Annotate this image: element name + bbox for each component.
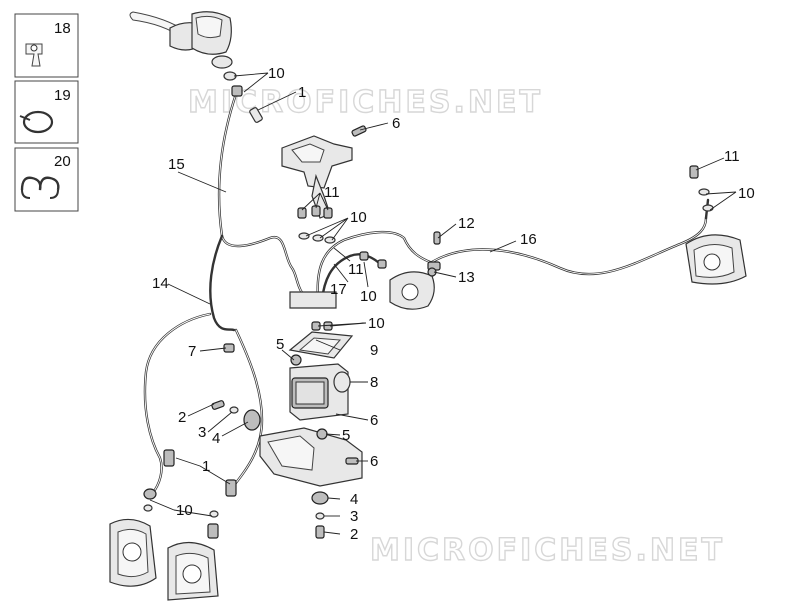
pressure-sensor xyxy=(389,231,441,310)
front-caliper-right xyxy=(167,541,219,601)
callout-10: 10 xyxy=(268,65,285,82)
clip-18-icon xyxy=(25,43,43,67)
upper-bracket xyxy=(281,125,367,219)
callout-16: 16 xyxy=(520,231,537,248)
callout-2: 2 xyxy=(178,409,186,426)
front-hose-fittings xyxy=(143,449,237,539)
callout-9: 9 xyxy=(370,342,378,359)
inset-18: 18 xyxy=(14,13,79,78)
callout-10: 10 xyxy=(350,209,367,226)
callout-5: 5 xyxy=(342,427,350,444)
callout-1: 1 xyxy=(202,458,210,475)
inset-20-label: 20 xyxy=(54,153,71,170)
callout-10: 10 xyxy=(176,502,193,519)
leader-lines xyxy=(149,72,737,535)
callout-6: 6 xyxy=(370,453,378,470)
distribution-block xyxy=(289,205,387,309)
callout-6: 6 xyxy=(370,412,378,429)
callout-2: 2 xyxy=(350,526,358,543)
callout-13: 13 xyxy=(458,269,475,286)
callout-10: 10 xyxy=(738,185,755,202)
lower-bracket xyxy=(259,427,363,539)
brake-hoses xyxy=(143,92,710,496)
callout-5: 5 xyxy=(276,336,284,353)
callout-6: 6 xyxy=(392,115,400,132)
watermark-bottom: MICROFICHES.NET xyxy=(370,533,725,568)
callout-17: 17 xyxy=(330,281,347,298)
callout-11: 11 xyxy=(348,261,364,278)
callout-3: 3 xyxy=(350,508,358,525)
callout-11: 11 xyxy=(724,148,740,165)
callout-8: 8 xyxy=(370,374,378,391)
callout-10: 10 xyxy=(360,288,377,305)
callout-7: 7 xyxy=(188,343,196,360)
callout-10: 10 xyxy=(368,315,385,332)
rear-caliper xyxy=(685,165,747,285)
callout-4: 4 xyxy=(350,491,358,508)
callout-4: 4 xyxy=(212,430,220,447)
callout-14: 14 xyxy=(152,275,169,292)
callout-15: 15 xyxy=(168,156,185,173)
callout-numbers: 10 1 6 15 11 10 11 17 10 12 13 16 11 10 … xyxy=(152,65,755,543)
callout-1: 1 xyxy=(298,84,306,101)
inset-19-label: 19 xyxy=(54,87,71,104)
hose-clamp-19-icon xyxy=(22,110,54,134)
callout-11: 11 xyxy=(324,184,340,201)
inset-20: 20 xyxy=(14,147,79,212)
mount-hardware-left xyxy=(211,343,261,431)
inset-18-label: 18 xyxy=(54,20,71,37)
callout-3: 3 xyxy=(198,424,206,441)
callout-12: 12 xyxy=(458,215,475,232)
inset-19: 19 xyxy=(14,80,79,144)
front-caliper-left xyxy=(109,518,157,587)
banjo-fittings-top xyxy=(223,71,263,123)
abs-modulator xyxy=(288,321,354,421)
guide-clip-20-icon xyxy=(20,176,60,191)
front-master-cylinder xyxy=(129,11,233,69)
